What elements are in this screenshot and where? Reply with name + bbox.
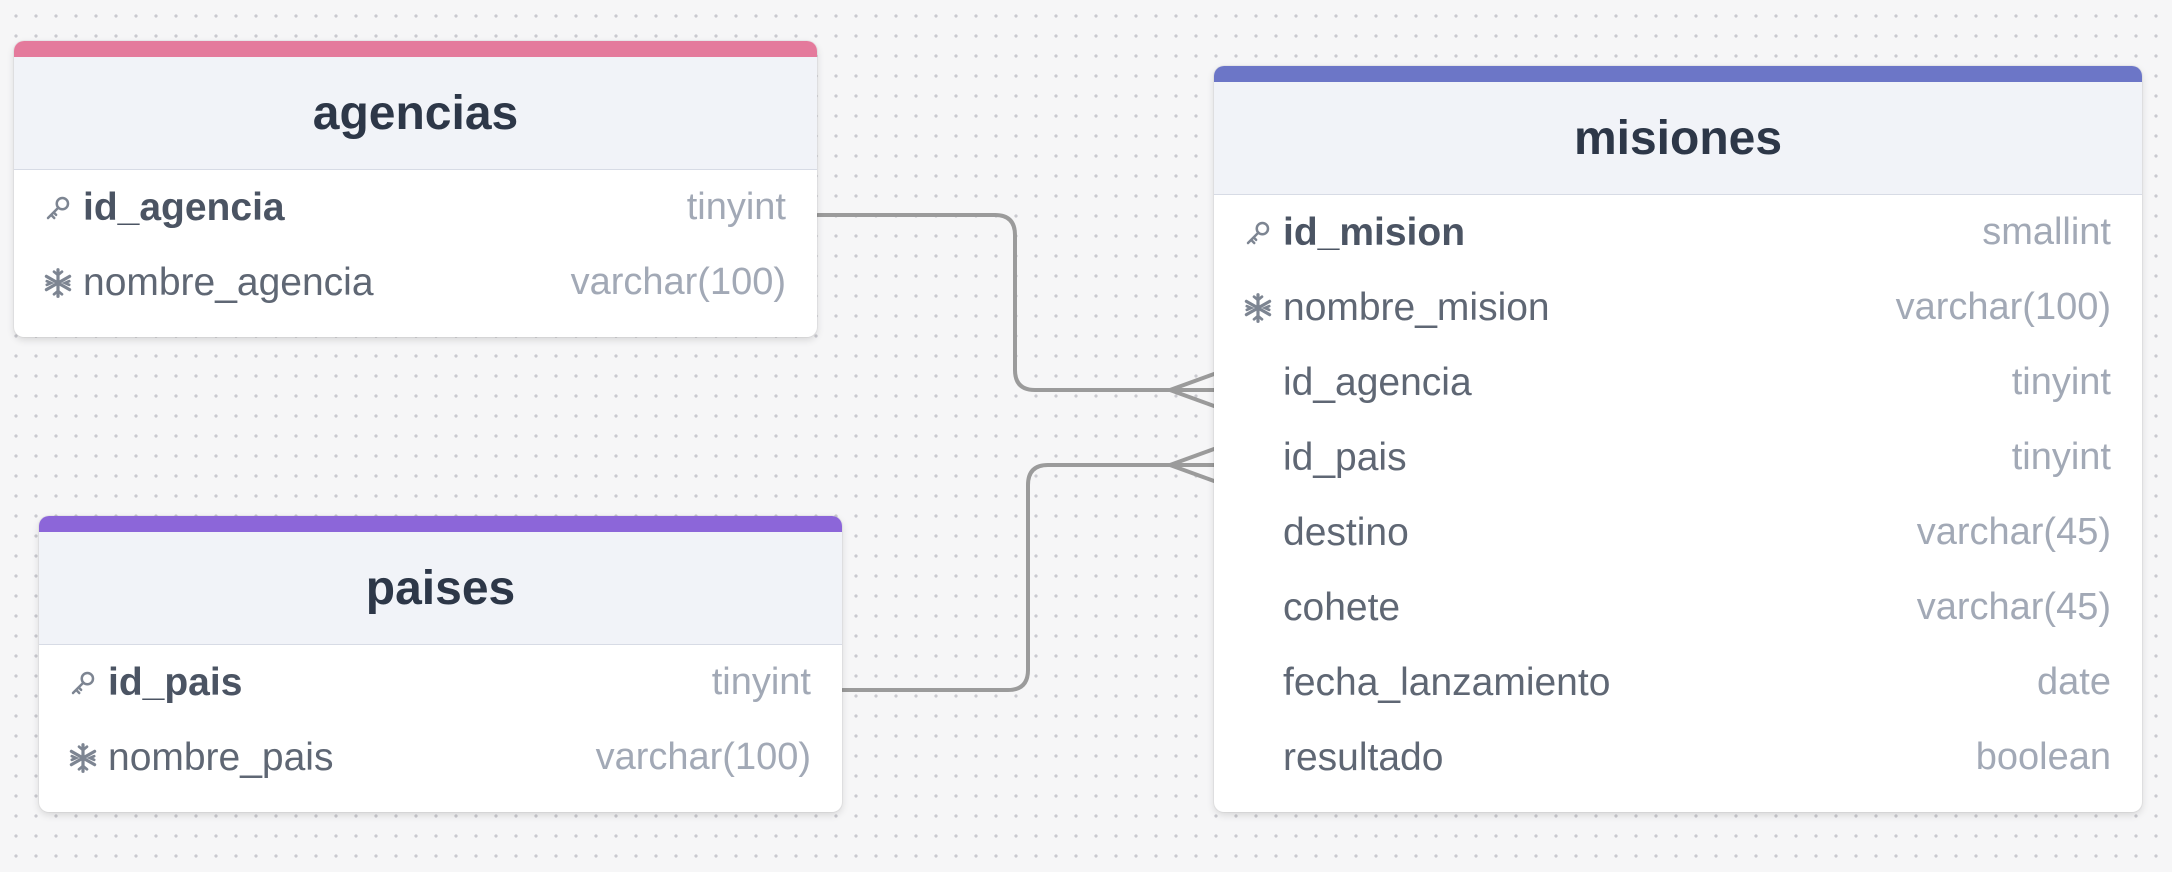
column-name: id_agencia (83, 185, 285, 229)
column-type: tinyint (2011, 436, 2111, 478)
table-title[interactable]: misiones (1214, 82, 2142, 195)
column-type: varchar(100) (1895, 286, 2111, 328)
icon-slot (1241, 366, 1275, 400)
relationship-agencias-misiones[interactable] (816, 213, 1216, 392)
table-agencias[interactable]: agencias id_agencia tinyint nombre_agencia… (14, 41, 817, 337)
column-row-fecha-lanzamiento[interactable]: fecha_lanzamiento date (1214, 645, 2142, 720)
table-title[interactable]: agencias (14, 57, 817, 170)
column-type: tinyint (686, 186, 786, 228)
column-name: id_agencia (1283, 360, 1472, 404)
column-name: destino (1283, 510, 1409, 554)
column-name: fecha_lanzamiento (1283, 660, 1611, 704)
column-type: varchar(100) (595, 736, 811, 778)
column-name: nombre_mision (1283, 285, 1550, 329)
column-row-nombre-pais[interactable]: nombre_pais varchar(100) (39, 720, 842, 795)
crowsfoot-agencias-misiones (1168, 372, 1216, 408)
column-list: id_mision smallint nombre_mision varchar(10… (1214, 195, 2142, 795)
column-row-id-agencia[interactable]: id_agencia tinyint (1214, 345, 2142, 420)
column-name: resultado (1283, 735, 1444, 779)
snowflake-icon (41, 266, 75, 300)
relationship-paises-misiones[interactable] (841, 463, 1216, 692)
column-name: id_mision (1283, 210, 1466, 254)
crowsfoot-paises-misiones (1168, 447, 1216, 483)
column-row-cohete[interactable]: cohete varchar(45) (1214, 570, 2142, 645)
column-row-nombre-mision[interactable]: nombre_mision varchar(100) (1214, 270, 2142, 345)
icon-slot (1241, 591, 1275, 625)
column-type: tinyint (2011, 361, 2111, 403)
column-row-id-agencia[interactable]: id_agencia tinyint (14, 170, 817, 245)
column-type: varchar(45) (1916, 586, 2111, 628)
table-color-bar (39, 516, 842, 532)
table-paises[interactable]: paises id_pais tinyint nombre_pais varchar(… (39, 516, 842, 812)
column-type: boolean (1975, 736, 2111, 778)
key-icon (66, 666, 100, 700)
column-row-id-pais[interactable]: id_pais tinyint (39, 645, 842, 720)
icon-slot (1241, 441, 1275, 475)
column-type: varchar(100) (570, 261, 786, 303)
column-name: cohete (1283, 585, 1401, 629)
column-row-destino[interactable]: destino varchar(45) (1214, 495, 2142, 570)
snowflake-icon (1241, 291, 1275, 325)
icon-slot (1241, 516, 1275, 550)
column-type: varchar(45) (1916, 511, 2111, 553)
column-type: smallint (1982, 211, 2111, 253)
key-icon (1241, 216, 1275, 250)
column-type: tinyint (711, 661, 811, 703)
column-name: id_pais (108, 660, 243, 704)
column-name: nombre_agencia (83, 260, 374, 304)
column-list: id_pais tinyint nombre_pais varchar(100) (39, 645, 842, 795)
column-name: nombre_pais (108, 735, 334, 779)
icon-slot (1241, 666, 1275, 700)
column-row-id-mision[interactable]: id_mision smallint (1214, 195, 2142, 270)
column-type: date (2037, 661, 2111, 703)
column-row-id-pais[interactable]: id_pais tinyint (1214, 420, 2142, 495)
table-color-bar (14, 41, 817, 57)
snowflake-icon (66, 741, 100, 775)
table-color-bar (1214, 66, 2142, 82)
column-row-nombre-agencia[interactable]: nombre_agencia varchar(100) (14, 245, 817, 320)
column-list: id_agencia tinyint nombre_agencia varchar(1… (14, 170, 817, 320)
key-icon (41, 191, 75, 225)
column-row-resultado[interactable]: resultado boolean (1214, 720, 2142, 795)
column-name: id_pais (1283, 435, 1407, 479)
table-title[interactable]: paises (39, 532, 842, 645)
icon-slot (1241, 741, 1275, 775)
